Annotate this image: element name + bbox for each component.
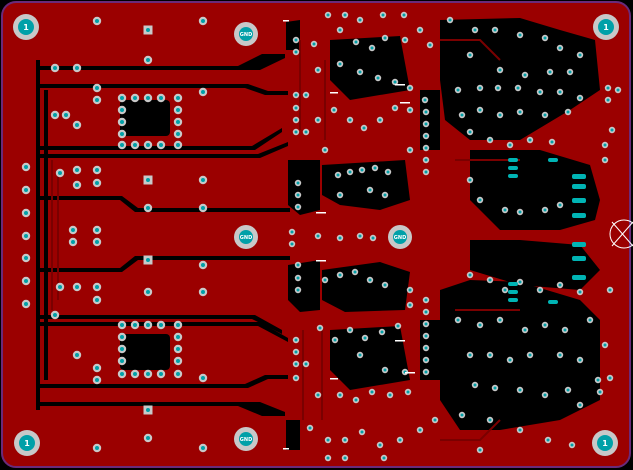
mount-hole-label: 1 [603, 23, 609, 32]
gnd-pad-label: GND [240, 235, 252, 241]
gnd-pad-label: GND [240, 437, 252, 443]
mount-hole[interactable]: 1 [13, 14, 39, 40]
gnd-pad[interactable]: GND [388, 225, 412, 249]
copper-clearance-regions [36, 18, 600, 450]
mount-hole[interactable]: 1 [593, 14, 619, 40]
mount-hole[interactable]: 1 [14, 430, 40, 456]
gnd-pad[interactable]: GND [234, 22, 258, 46]
gnd-pad[interactable]: GND [234, 225, 258, 249]
mount-hole-label: 1 [602, 439, 608, 448]
signal-traces [51, 39, 520, 441]
mount-hole-label: 1 [24, 439, 30, 448]
gnd-pad[interactable]: GND [234, 427, 258, 451]
gnd-pad-label: GND [240, 32, 252, 38]
edge-marker [609, 219, 633, 249]
silkscreen-marks [283, 20, 415, 450]
mount-hole[interactable]: 1 [592, 430, 618, 456]
smd-pads [508, 158, 586, 304]
mount-hole-label: 1 [23, 23, 29, 32]
gnd-pad-label: GND [394, 235, 406, 241]
